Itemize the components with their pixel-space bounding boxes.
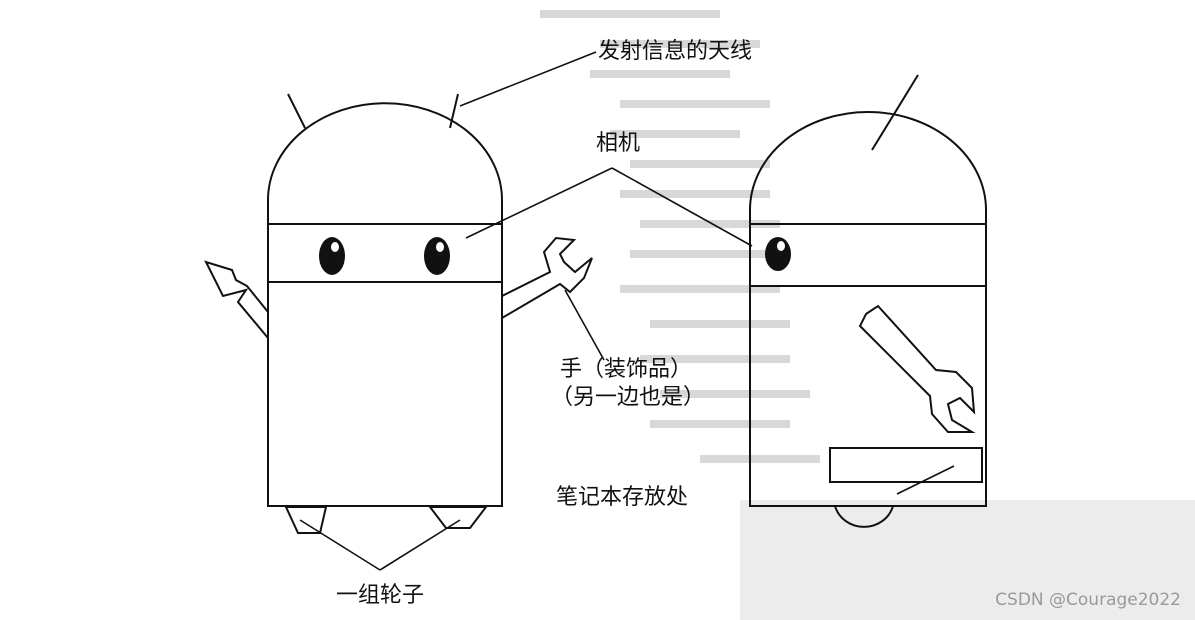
antenna-label: 发射信息的天线 — [598, 39, 753, 64]
left-wheel — [284, 506, 328, 534]
right-antenna — [449, 93, 459, 129]
front-robot — [204, 93, 593, 534]
front-eyes — [319, 237, 450, 275]
notebook-slot — [829, 447, 983, 483]
side-wheel — [834, 505, 894, 528]
hand-label-line2: （另一边也是） — [551, 385, 706, 410]
leader-lines — [299, 51, 955, 571]
side-antenna — [871, 74, 919, 151]
left-eye — [319, 237, 345, 275]
side-eye — [765, 237, 791, 271]
right-wheel — [427, 506, 489, 529]
side-robot — [749, 74, 987, 528]
head-dome — [267, 102, 503, 224]
camera-label: 相机 — [596, 131, 641, 156]
camera-band — [267, 223, 503, 283]
right-eye — [424, 237, 450, 275]
hand-label-line1: 手（装饰品） — [560, 357, 693, 382]
left-antenna — [287, 93, 306, 129]
side-head-dome — [749, 111, 987, 224]
body — [267, 281, 503, 507]
side-wrench — [858, 304, 976, 433]
wheels-label: 一组轮子 — [336, 583, 425, 608]
left-hand — [204, 260, 269, 339]
side-body — [749, 285, 987, 507]
right-hand-wrench — [501, 236, 593, 319]
notebook-label: 笔记本存放处 — [556, 485, 689, 510]
watermark: CSDN @Courage2022 — [995, 590, 1181, 610]
